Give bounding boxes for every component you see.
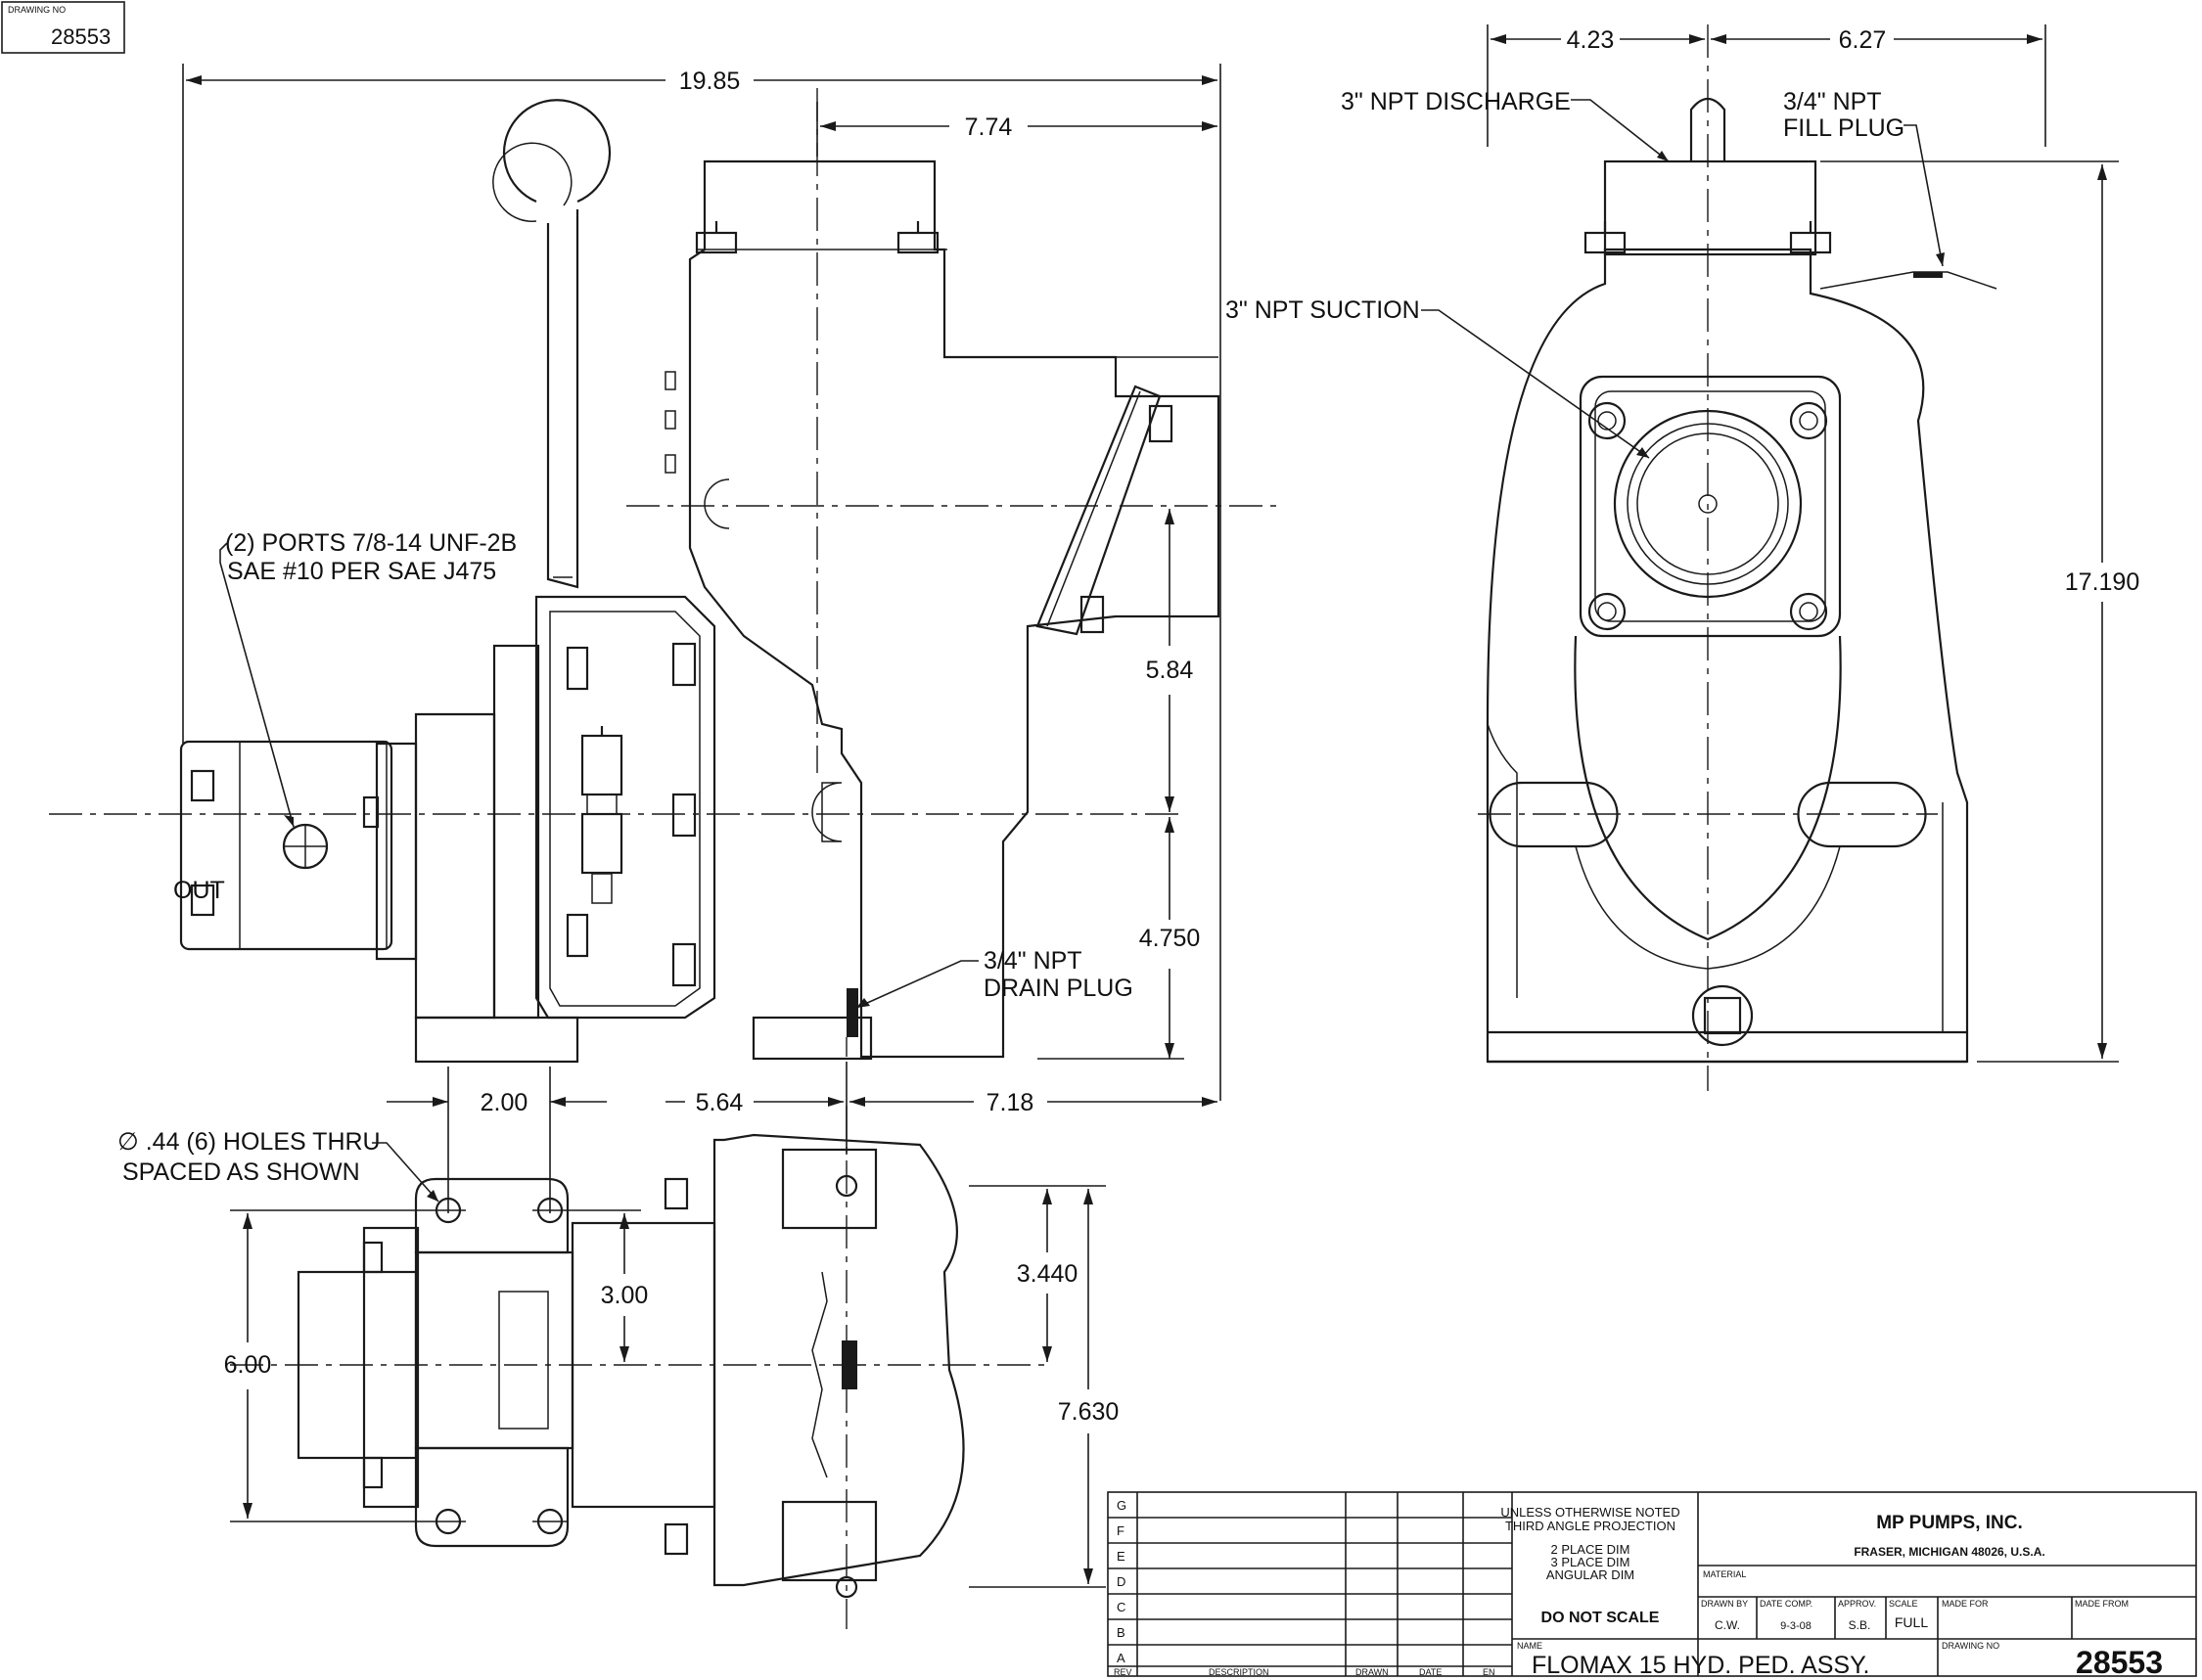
dim-overall-length: 19.85 [679,68,741,95]
side-view-notes: (2) PORTS 7/8-14 UNF-2B SAE #10 PER SAE … [173,529,1133,1009]
suction-label: 3" NPT SUCTION [1225,296,1420,324]
plan-view-dimensions: 6.00 3.00 3.440 7.630 ∅ .44 (6) HOLES TH… [117,1128,1120,1588]
made-from-caption: MADE FROM [2075,1599,2129,1609]
rev-header-date: DATE [1419,1667,1442,1677]
rev-letter-b: B [1117,1625,1125,1640]
ports-note-line1: (2) PORTS 7/8-14 UNF-2B [225,529,517,557]
ports-note-line2: SAE #10 PER SAE J475 [227,558,496,585]
drain-plug-mark [847,988,858,1037]
dim-side-a: 3.440 [1017,1260,1078,1288]
pump-casing-side [665,159,1220,1059]
drawing-no-top: 28553 [51,24,111,49]
suction-flange [1579,375,1842,638]
company-address: FRASER, MICHIGAN 48026, U.S.A. [1854,1545,2044,1559]
front-elevation-view [1478,24,1997,1091]
rev-header-drawn: DRAWN [1355,1667,1389,1677]
out-port-label: OUT [173,877,225,904]
dim-side-b: 7.630 [1058,1398,1120,1426]
fill-plug-label-line1: 3/4" NPT [1783,88,1882,115]
fill-plug-mark [1913,272,1943,278]
title-drawing-no: 28553 [2076,1645,2163,1680]
front-view-dimensions: 4.23 6.27 17.190 3" NPT DISCHARGE 3/4" N… [1225,24,2139,1063]
drawn-by-caption: DRAWN BY [1701,1599,1748,1609]
drain-plug-label-line2: DRAIN PLUG [984,975,1133,1002]
fill-plug-label-line2: FILL PLUG [1783,114,1904,142]
rev-letter-c: C [1117,1600,1125,1614]
rev-header-rev: REV [1114,1667,1132,1677]
title-drawing-no-caption: DRAWING NO [1942,1641,1999,1651]
scale-caption: SCALE [1889,1599,1918,1609]
dim-suction-height: 5.84 [1146,657,1194,684]
approv-caption: APPROV. [1838,1599,1876,1609]
dim-front-right: 6.27 [1839,26,1887,54]
material-caption: MATERIAL [1703,1569,1746,1579]
rev-letter-g: G [1117,1498,1126,1513]
plan-view [230,1106,1047,1629]
dim-pump-to-end: 7.74 [965,114,1013,141]
rev-letter-e: E [1117,1549,1125,1564]
do-not-scale: DO NOT SCALE [1541,1610,1660,1626]
dim-base-a: 2.00 [481,1089,528,1116]
hydraulic-motor-side [179,740,393,951]
dim-shaft-height: 4.750 [1139,925,1201,952]
dim-base-half: 3.00 [601,1282,649,1309]
rev-header-description: DESCRIPTION [1209,1667,1269,1677]
approv: S.B. [1849,1618,1871,1632]
rev-letter-d: D [1117,1574,1125,1589]
drawing-no-caption: DRAWING NO [8,5,66,15]
holes-note-line2: SPACED AS SHOWN [122,1158,360,1186]
holes-note-line1: ∅ .44 (6) HOLES THRU [117,1128,381,1156]
rev-letter-a: A [1117,1651,1125,1665]
dim-front-left: 4.23 [1567,26,1615,54]
dim-base-c: 7.18 [986,1089,1034,1116]
rev-letter-f: F [1117,1523,1124,1538]
date-comp-caption: DATE COMP. [1760,1599,1812,1609]
drawn-by: C.W. [1715,1618,1740,1632]
note-line4: 3 PLACE DIM [1551,1555,1630,1569]
assembly-name: FLOMAX 15 HYD. PED. ASSY. [1532,1652,1870,1679]
side-elevation-view [49,88,1282,1064]
pedestal-bracket [375,595,873,1064]
dim-base-b: 5.64 [696,1089,744,1116]
drawing-number-box: DRAWING NO 28553 [1,1,125,54]
dim-overall-height: 17.190 [2065,568,2139,596]
note-line3: 2 PLACE DIM [1551,1542,1630,1557]
lifting-eye-bolt [492,99,612,589]
side-view-dimensions: 19.85 7.74 5.84 4.750 2.00 [182,64,1221,1213]
name-caption: NAME [1517,1641,1542,1651]
date-comp: 9-3-08 [1780,1620,1812,1632]
rev-header-en: EN [1483,1667,1495,1677]
drain-plug-label-line1: 3/4" NPT [984,947,1082,975]
scale-value: FULL [1895,1614,1928,1630]
note-line1: UNLESS OTHERWISE NOTED [1500,1505,1679,1520]
dim-base-width: 6.00 [224,1351,272,1379]
note-line2: THIRD ANGLE PROJECTION [1505,1519,1675,1533]
company-name: MP PUMPS, INC. [1876,1513,2023,1533]
made-for-caption: MADE FOR [1942,1599,1989,1609]
title-block: G F E D C B A REV DESCRIPTION DRAWN DATE… [1107,1491,2197,1680]
note-line5: ANGULAR DIM [1546,1567,1634,1582]
discharge-label: 3" NPT DISCHARGE [1341,88,1571,115]
